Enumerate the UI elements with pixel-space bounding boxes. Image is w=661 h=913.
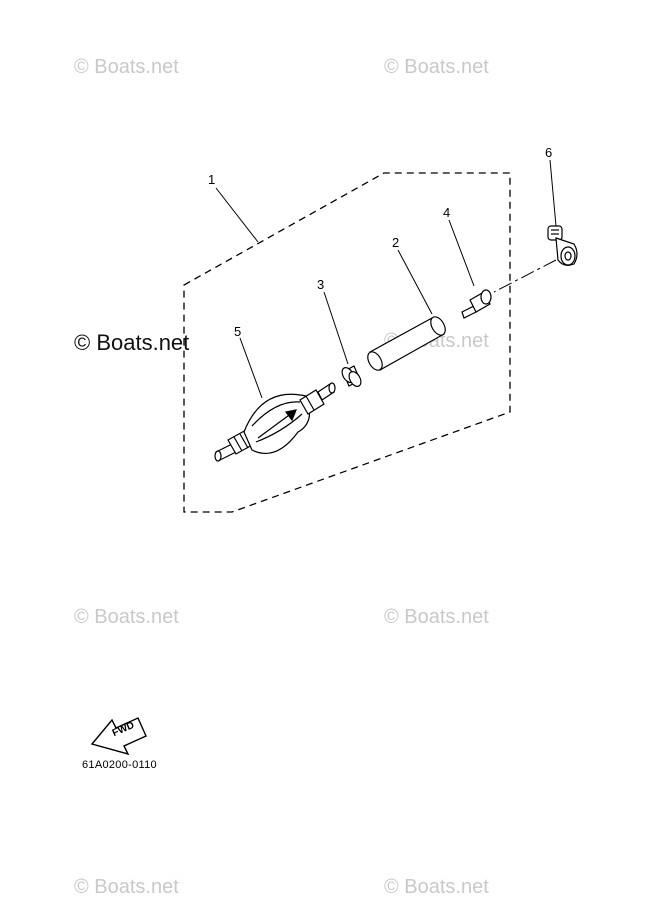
watermark: © Boats.net: [384, 56, 489, 78]
leader-line-3: [323, 291, 349, 365]
watermark: © Boats.net: [384, 876, 489, 898]
part-5-primer-bulb: [214, 382, 336, 462]
connection-line: [493, 259, 557, 293]
part-2-hose: [367, 316, 446, 371]
diagram-code: 61A0200-0110: [82, 759, 157, 771]
part-3-cap: [341, 365, 362, 387]
watermark: © Boats.net: [74, 606, 179, 628]
callout-2: 2: [392, 235, 400, 250]
leader-line-1: [215, 187, 259, 243]
callout-1: 1: [208, 172, 216, 187]
fwd-arrow-icon: [90, 717, 147, 756]
callout-5: 5: [234, 324, 242, 339]
leader-line-6: [549, 159, 557, 227]
callout-3: 3: [317, 277, 325, 292]
watermark-dark: © Boats.net: [74, 330, 190, 355]
assembly-outline: [183, 172, 511, 513]
watermark: © Boats.net: [384, 606, 489, 628]
callout-4: 4: [443, 205, 451, 220]
part-6-elbow-clip: [547, 225, 578, 266]
leader-line-2: [397, 249, 433, 315]
leader-line-5: [239, 337, 263, 399]
callout-6: 6: [545, 145, 553, 160]
watermark: © Boats.net: [74, 876, 179, 898]
part-4-hose-fitting: [461, 289, 492, 319]
watermark: © Boats.net: [74, 56, 179, 78]
leader-line-4: [448, 219, 475, 287]
